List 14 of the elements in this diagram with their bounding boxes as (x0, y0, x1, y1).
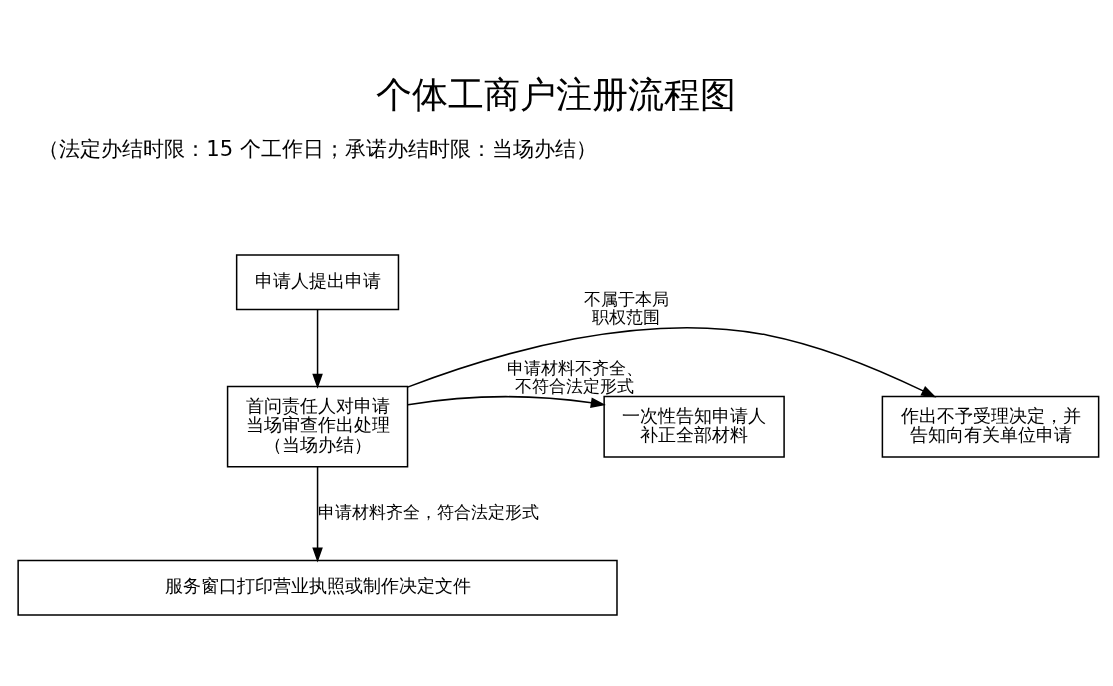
arrow (312, 308, 323, 389)
label: （法定办结时限：15 个工作日；承诺办结时限：当场办结） (38, 135, 597, 161)
node-box: 服务窗口打印营业执照或制作决定文件 (17, 559, 618, 616)
diagram-title: 个体工商户注册流程图 (376, 72, 737, 116)
node-box: 申请人提出申请 (235, 253, 400, 310)
arrow (406, 326, 937, 397)
edge-label: 不属于本局职权范围 (583, 289, 669, 327)
edge-label: 申请材料不齐全、不符合法定形式 (506, 358, 643, 396)
edge-label: 申请材料齐全，符合法定形式 (318, 502, 540, 522)
arrow (407, 395, 606, 408)
arrow (312, 465, 323, 563)
node-box: 首问责任人对申请当场审查作出处理（当场办结） (226, 385, 409, 467)
node-box: 作出不予受理决定，并告知向有关单位申请 (881, 395, 1100, 458)
node-box: 一次性告知申请人补正全部材料 (603, 395, 785, 458)
